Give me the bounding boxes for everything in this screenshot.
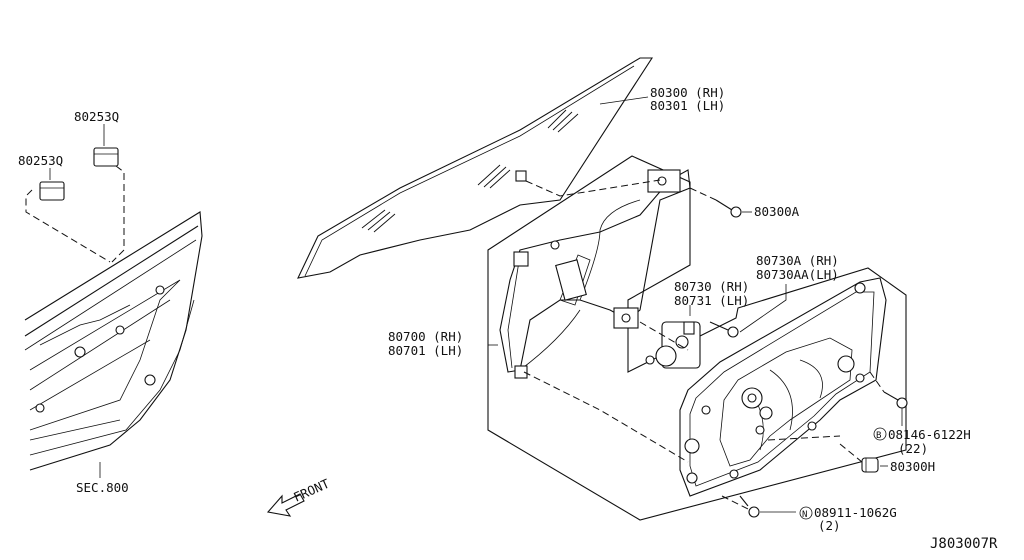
- label-regulator-lh: 80701 (LH): [388, 343, 463, 358]
- door-inner-panel: [24, 211, 203, 471]
- label-clip-upper: 80253Q: [74, 109, 119, 124]
- screw-80730a: [709, 321, 739, 338]
- window-regulator: [499, 169, 691, 379]
- front-arrow-icon: [266, 493, 305, 517]
- label-bolt-b: 08146-6122H: [888, 427, 971, 442]
- assembly-boundary: [487, 155, 907, 521]
- label-glass-rh: 80300 (RH): [650, 85, 725, 100]
- diagram-code: J803007R: [930, 536, 998, 552]
- n-circle-icon: N: [799, 506, 813, 520]
- clip-upper: [93, 147, 119, 167]
- dashed-leaders: [25, 165, 885, 511]
- label-bolt-b-qty: (22): [898, 441, 928, 456]
- front-label: FRONT: [291, 476, 332, 505]
- label-bolt-a: 80300A: [754, 204, 800, 219]
- nut-08911: [739, 495, 760, 518]
- label-screw-lh: 80730AA(LH): [756, 267, 839, 282]
- label-screw-rh: 80730A (RH): [756, 253, 839, 268]
- door-glass: [297, 57, 654, 279]
- bolt-80300a: [715, 199, 742, 218]
- label-sec: SEC.800: [76, 480, 129, 495]
- b-circle-icon: B: [873, 427, 887, 441]
- bolt-08146: [883, 391, 908, 409]
- label-motor-lh: 80731 (LH): [674, 293, 749, 308]
- b-marker-text: B: [876, 431, 881, 441]
- label-grommet: 80300H: [890, 459, 935, 474]
- label-nut-qty: (2): [818, 518, 841, 533]
- regulator-motor: [645, 321, 701, 369]
- clip-lower: [39, 181, 65, 201]
- leader-screw: [739, 284, 787, 333]
- leader-glass: [599, 96, 649, 105]
- label-motor-rh: 80730 (RH): [674, 279, 749, 294]
- n-marker-text: N: [802, 510, 807, 520]
- door-module-panel: [679, 277, 887, 497]
- label-glass-lh: 80301 (LH): [650, 98, 725, 113]
- label-nut: 08911-1062G: [814, 505, 897, 520]
- grommet-80300h: [861, 457, 879, 473]
- label-clip-lower: 80253Q: [18, 153, 63, 168]
- label-regulator-rh: 80700 (RH): [388, 329, 463, 344]
